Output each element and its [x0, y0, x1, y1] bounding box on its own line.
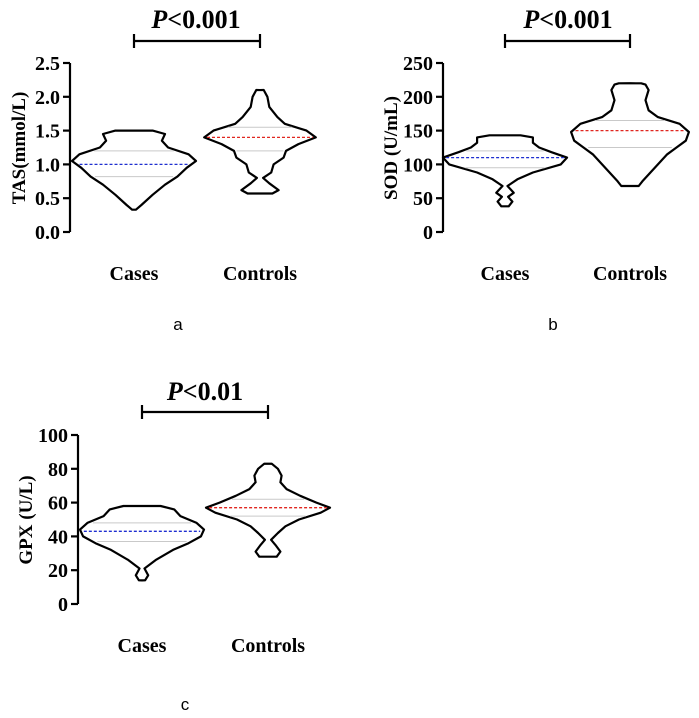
y-tick-label: 100: [38, 425, 68, 447]
x-category-label: Controls: [593, 263, 667, 285]
y-tick-label: 1.0: [35, 154, 60, 176]
y-tick-label: 60: [48, 493, 68, 515]
violin-controls: [204, 462, 332, 558]
violin-controls: [570, 82, 690, 188]
x-category-label: Controls: [223, 263, 297, 285]
significance-label: P<0.01: [166, 377, 243, 406]
y-tick-label: 40: [48, 526, 68, 548]
y-tick-label: 1.5: [35, 121, 60, 143]
y-tick-label: 0: [423, 222, 433, 244]
x-category-label: Cases: [481, 263, 530, 285]
y-axis-label: GPX (U/L): [16, 475, 37, 564]
y-tick-label: 150: [403, 121, 433, 143]
violin-cases: [70, 129, 198, 211]
violin-cases: [78, 504, 206, 582]
y-tick-label: 200: [403, 87, 433, 109]
y-tick-label: 0.0: [35, 222, 60, 244]
significance-label: P<0.001: [522, 5, 612, 34]
significance-label: P<0.001: [150, 5, 240, 34]
x-category-label: Cases: [110, 263, 159, 285]
x-category-label: Controls: [231, 635, 305, 657]
y-tick-label: 20: [48, 560, 68, 582]
x-category-label: Cases: [118, 635, 167, 657]
panel-letter: b: [548, 315, 557, 334]
y-tick-label: 0: [58, 594, 68, 616]
y-tick-label: 2.0: [35, 87, 60, 109]
violin-cases: [441, 134, 569, 208]
y-tick-label: 250: [403, 53, 433, 75]
y-tick-label: 2.5: [35, 53, 60, 75]
y-axis-label: SOD (U/mL): [381, 96, 402, 200]
panel-letter: a: [173, 315, 183, 334]
y-tick-label: 50: [413, 188, 433, 210]
panel-letter: c: [181, 695, 190, 714]
y-axis-label: TAS(mmol/L): [9, 92, 30, 205]
y-tick-label: 80: [48, 459, 68, 481]
y-tick-label: 0.5: [35, 188, 60, 210]
y-tick-label: 100: [403, 154, 433, 176]
violin-controls: [203, 88, 317, 195]
